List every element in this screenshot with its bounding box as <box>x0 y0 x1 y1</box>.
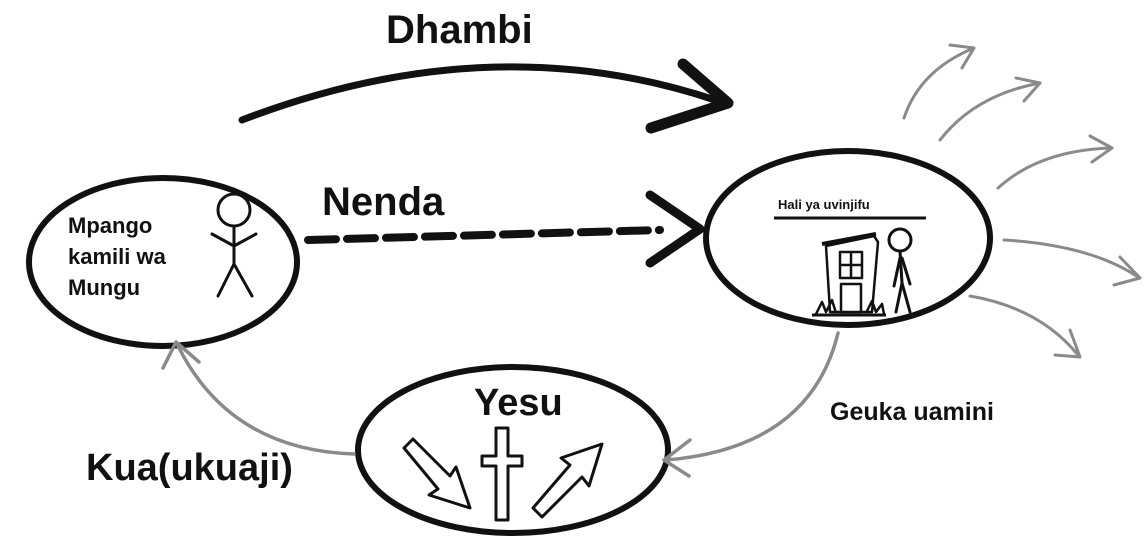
broken-house-icon <box>812 232 886 317</box>
node-mpango <box>26 175 300 349</box>
cross-icon <box>480 426 524 522</box>
nenda-label: Nenda <box>322 180 445 224</box>
mpango-line-3: Mungu <box>68 275 141 300</box>
mpango-line-1: Mpango <box>68 213 153 238</box>
geuka-arrow <box>662 331 840 478</box>
down-arrow-icon <box>402 437 472 510</box>
up-arrow-icon <box>531 442 604 519</box>
dhambi-arrow <box>238 58 734 134</box>
sad-figure-icon <box>887 227 913 314</box>
yesu-label: Yesu <box>474 382 563 424</box>
stick-figure-icon <box>210 192 258 298</box>
mpango-label: Mpango kamili wa Mungu <box>68 210 208 303</box>
scatter-arrow-2 <box>938 76 1042 142</box>
mpango-line-2: kamili wa <box>68 244 166 269</box>
kua-label: Kua(ukuaji) <box>86 447 293 489</box>
scatter-arrows <box>902 43 1142 359</box>
kua-arrow <box>161 340 356 456</box>
hali-label: Hali ya uvinjifu <box>778 197 870 212</box>
scatter-arrow-1 <box>902 43 976 120</box>
dhambi-label: Dhambi <box>386 8 533 52</box>
geuka-label: Geuka uamini <box>830 398 994 426</box>
nenda-arrow <box>304 190 705 268</box>
scatter-arrow-5 <box>968 294 1082 359</box>
scatter-arrow-3 <box>996 134 1114 190</box>
scatter-arrow-4 <box>1002 238 1142 287</box>
